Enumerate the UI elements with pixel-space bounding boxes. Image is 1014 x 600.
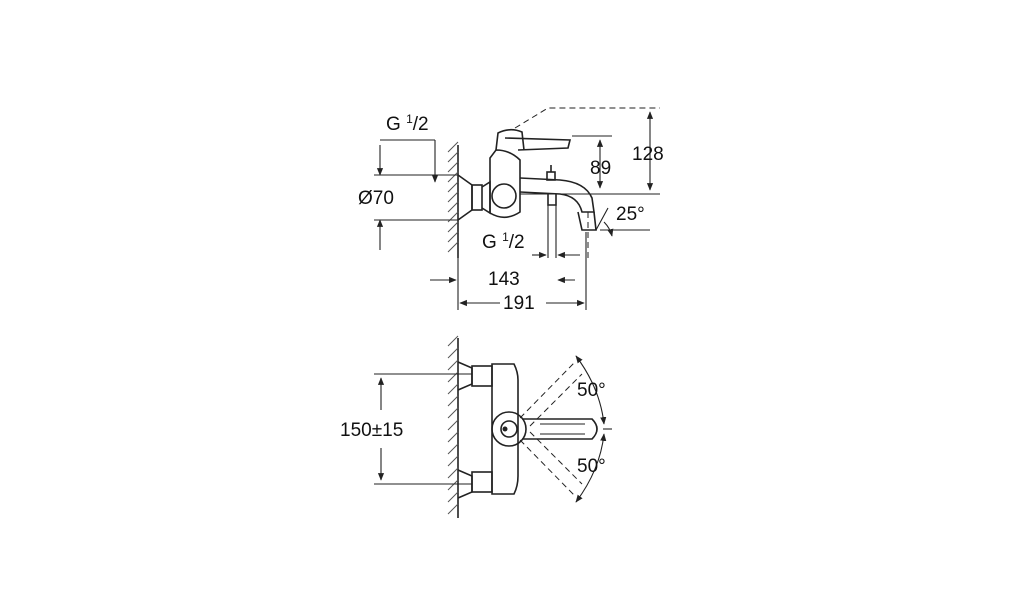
total-depth-dimension: 191 bbox=[459, 232, 587, 314]
swing-angle-up-label: 50° bbox=[577, 380, 606, 401]
swing-angle-dimension: 50° 50° bbox=[519, 355, 612, 503]
thread-top-label: G 1/2 bbox=[386, 112, 429, 135]
top-view: 50° 50° 150±15 bbox=[340, 335, 612, 518]
total-depth-label: 191 bbox=[503, 293, 535, 314]
centers-dimension: 150±15 bbox=[340, 373, 472, 485]
spout-angle-dimension: 25° bbox=[587, 204, 650, 262]
mixer-body-side bbox=[457, 128, 597, 258]
swing-angle-down-label: 50° bbox=[577, 456, 606, 477]
lever-height-dimension: 89 bbox=[572, 135, 612, 189]
centers-label: 150±15 bbox=[340, 420, 403, 441]
thread-bottom-label: G 1/2 bbox=[482, 230, 525, 253]
thread-top-dimension: G 1/2 bbox=[380, 112, 439, 183]
side-view: 25° G 1/2 Ø70 89 12 bbox=[358, 107, 664, 314]
spout-angle-label: 25° bbox=[616, 204, 645, 225]
wall-hatch-top bbox=[447, 335, 459, 518]
total-height-label: 128 bbox=[632, 144, 664, 165]
lever-height-label: 89 bbox=[590, 158, 611, 179]
thread-bottom-dimension: G 1/2 bbox=[482, 230, 580, 259]
diameter-dimension: Ø70 bbox=[358, 145, 458, 250]
diameter-label: Ø70 bbox=[358, 188, 394, 209]
wall-hatch-side bbox=[447, 141, 459, 258]
total-height-dimension: 128 bbox=[514, 107, 664, 195]
spout-depth-dimension: 143 bbox=[430, 258, 575, 310]
spout-depth-label: 143 bbox=[488, 269, 520, 290]
